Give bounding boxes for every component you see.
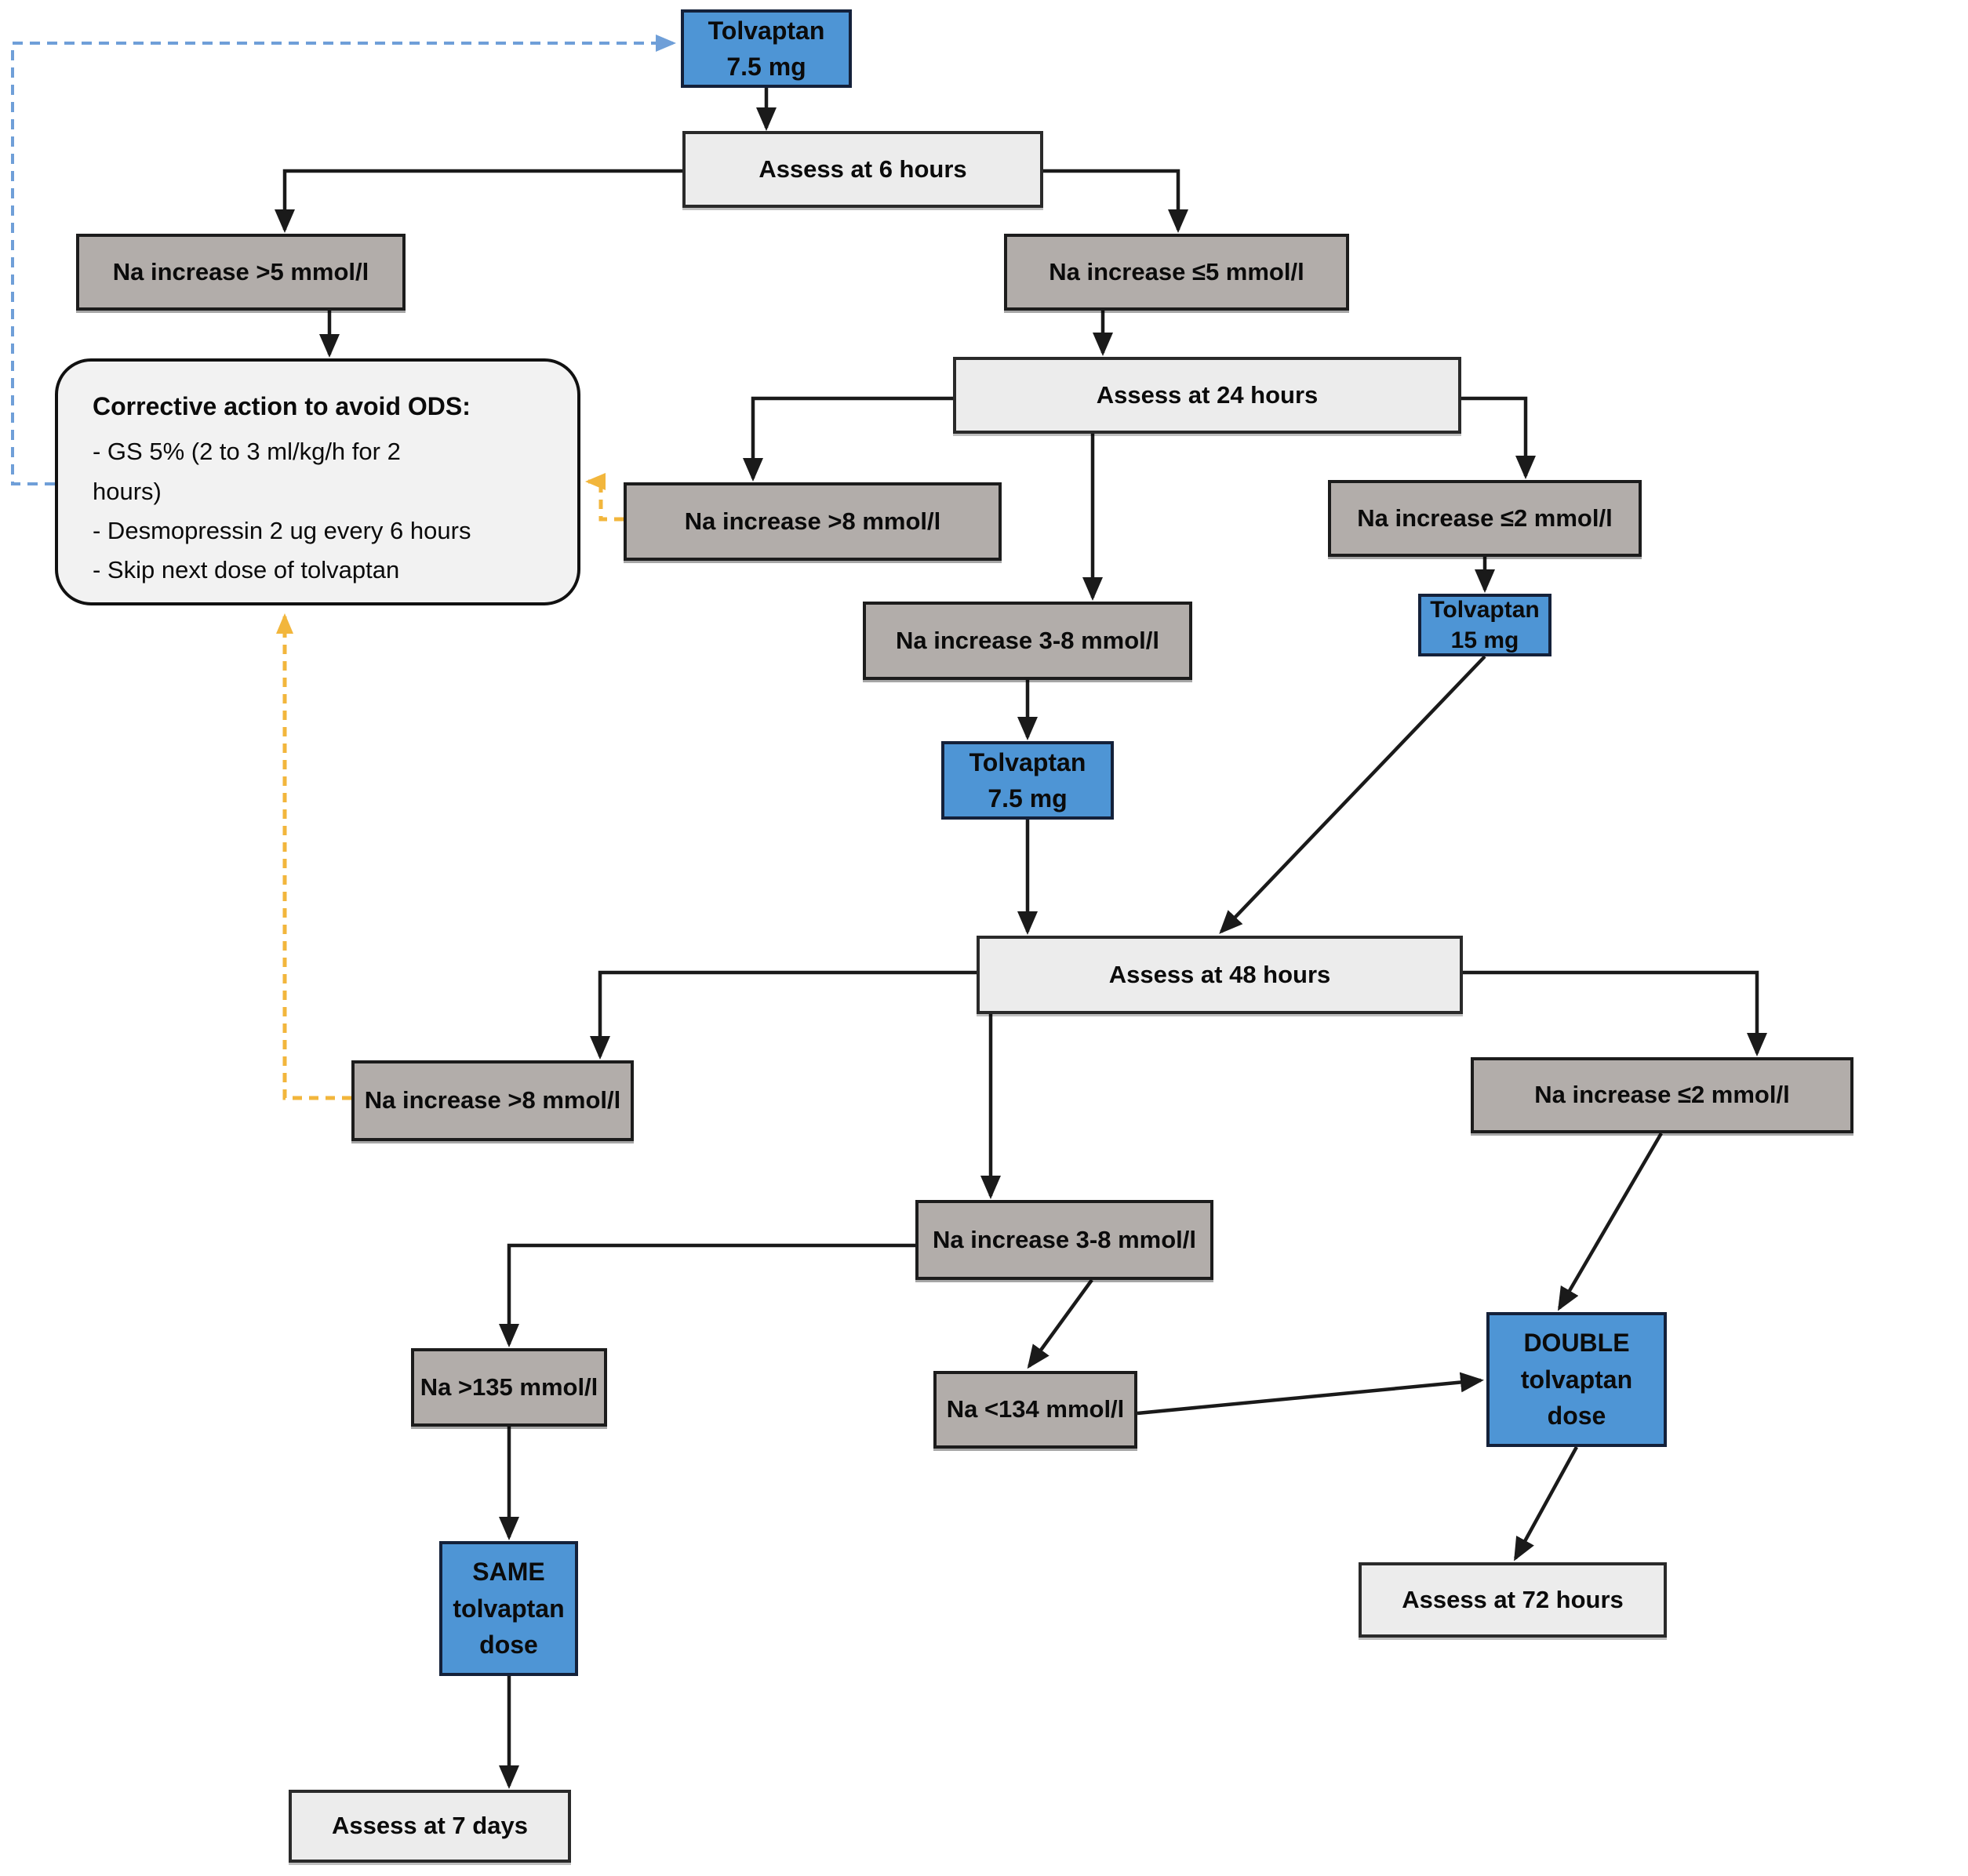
corrective-action-title: Corrective action to avoid ODS: [93, 392, 471, 420]
node-tolvaptan-7-5-start: Tolvaptan 7.5 mg [681, 9, 852, 88]
node-label: Tolvaptan [708, 16, 825, 45]
feedback-na-gt8-48h-to-corrective-dashed-yellow [276, 613, 351, 1100]
node-label: 7.5 mg [726, 53, 806, 81]
feedback-na-gt8-24h-to-corrective-dashed-yellow [585, 473, 624, 522]
connector-double-to-assess72h [1514, 1445, 1578, 1562]
node-na-increase-3-8-48h: Na increase 3-8 mmol/l [915, 1200, 1213, 1280]
node-label: Na increase ≤5 mmol/l [1049, 257, 1304, 285]
node-na-increase-gt8-24h: Na increase >8 mmol/l [624, 482, 1002, 561]
node-assess-24-hours: Assess at 24 hours [953, 357, 1461, 434]
node-na-increase-3-8-24h: Na increase 3-8 mmol/l [863, 602, 1192, 680]
node-na-lt134: Na <134 mmol/l [933, 1371, 1137, 1449]
node-label: Assess at 6 hours [758, 155, 967, 183]
node-label: Tolvaptan [1430, 597, 1540, 623]
node-label: Na increase ≤2 mmol/l [1357, 504, 1613, 532]
node-label: Na <134 mmol/l [946, 1395, 1125, 1423]
node-label: tolvaptan dose [1520, 1365, 1633, 1431]
connector-tolvaptan15-to-assess48h [1219, 655, 1486, 934]
connector-assess24h-to-na-gt8 [743, 396, 953, 482]
connector-na-le2b-to-double [1557, 1132, 1663, 1311]
node-na-increase-le2-48h: Na increase ≤2 mmol/l [1471, 1057, 1853, 1133]
node-double-tolvaptan-dose: DOUBLE tolvaptan dose [1486, 1312, 1667, 1447]
connector-na-3-8b-to-na-gt135 [499, 1243, 915, 1347]
corrective-action-line: hours) [93, 477, 162, 505]
node-tolvaptan-7-5-repeat: Tolvaptan 7.5 mg [941, 741, 1114, 820]
node-label: DOUBLE [1523, 1329, 1630, 1358]
connector-assess24h-to-na-le2 [1461, 396, 1536, 479]
node-label: Tolvaptan [969, 747, 1086, 776]
node-na-increase-le5: Na increase ≤5 mmol/l [1004, 234, 1349, 311]
corrective-action-line: - Desmopressin 2 ug every 6 hours [93, 516, 471, 544]
node-label: Assess at 7 days [332, 1812, 528, 1840]
node-label: Assess at 48 hours [1108, 960, 1331, 988]
node-assess-48-hours: Assess at 48 hours [977, 936, 1463, 1014]
node-label: Na increase >5 mmol/l [112, 257, 369, 285]
node-na-increase-gt8-48h: Na increase >8 mmol/l [351, 1060, 634, 1141]
corrective-action-line: - GS 5% (2 to 3 ml/kg/h for 2 [93, 438, 401, 466]
connector-assess48h-to-na-gt8b [590, 970, 977, 1060]
node-label: Na increase >8 mmol/l [684, 507, 941, 535]
node-assess-7-days: Assess at 7 days [289, 1790, 571, 1863]
node-na-gt135: Na >135 mmol/l [411, 1348, 607, 1427]
connector-assess48h-to-na-le2b [1463, 970, 1767, 1056]
connector-na-3-8b-to-na-lt134 [1027, 1278, 1093, 1369]
node-label: Na >135 mmol/l [420, 1372, 598, 1401]
node-same-tolvaptan-dose: SAME tolvaptan dose [439, 1541, 578, 1676]
connector-assess6h-to-na-gt5 [275, 169, 682, 233]
node-label: 15 mg [1450, 627, 1519, 653]
node-assess-72-hours: Assess at 72 hours [1359, 1562, 1667, 1638]
node-label: Assess at 72 hours [1402, 1585, 1624, 1613]
node-corrective-action: Corrective action to avoid ODS: - GS 5% … [55, 358, 580, 605]
node-tolvaptan-15: Tolvaptan 15 mg [1418, 594, 1551, 656]
node-label: SAME [472, 1558, 545, 1587]
node-label: Assess at 24 hours [1096, 380, 1319, 409]
feedback-corrective-to-start-dashed-blue [11, 35, 676, 485]
connector-assess6h-to-na-le5 [1043, 169, 1188, 233]
node-label: 7.5 mg [988, 784, 1068, 813]
node-label: Na increase 3-8 mmol/l [896, 626, 1159, 654]
node-assess-6-hours: Assess at 6 hours [682, 131, 1043, 208]
node-na-increase-gt5: Na increase >5 mmol/l [76, 234, 406, 311]
node-na-increase-le2-24h: Na increase ≤2 mmol/l [1328, 480, 1642, 557]
connector-na-lt134-to-double [1137, 1372, 1484, 1416]
node-label: Na increase >8 mmol/l [364, 1086, 621, 1114]
node-label: Na increase ≤2 mmol/l [1534, 1081, 1790, 1109]
corrective-action-line: - Skip next dose of tolvaptan [93, 556, 400, 584]
node-label: tolvaptan dose [453, 1594, 565, 1660]
node-label: Na increase 3-8 mmol/l [933, 1225, 1196, 1253]
